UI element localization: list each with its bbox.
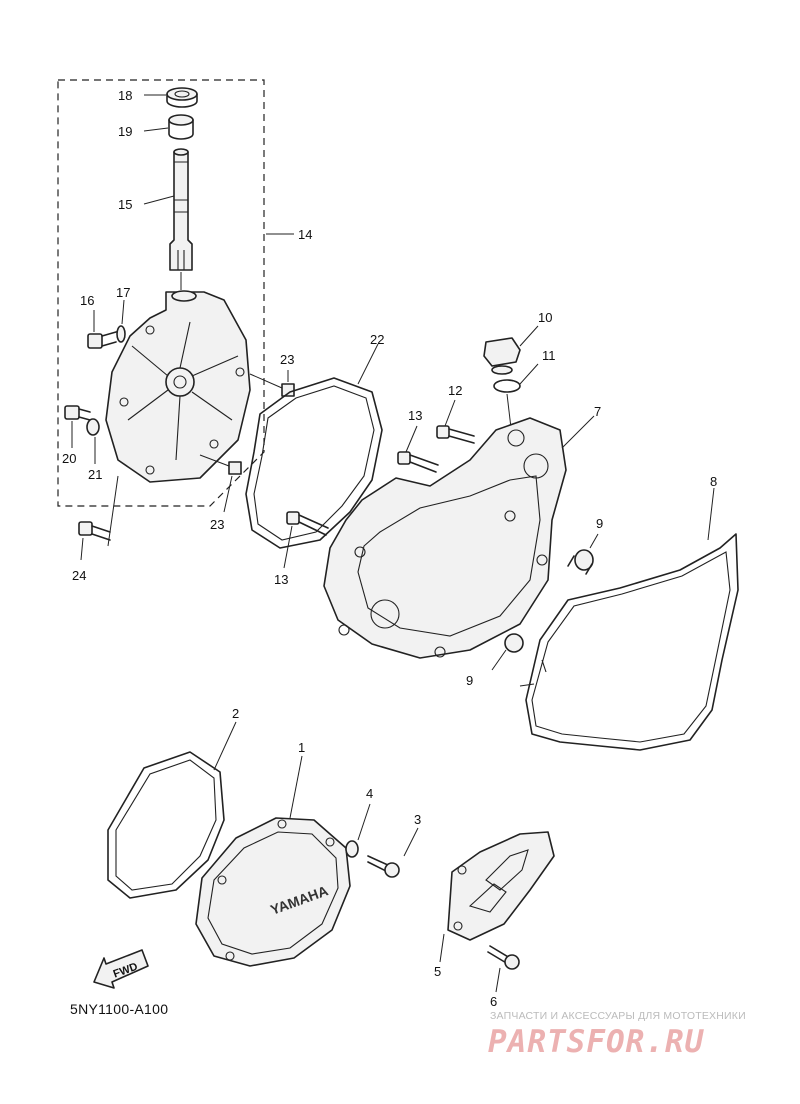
part-8-gasket <box>525 533 739 751</box>
callout-20: 20 <box>62 451 76 466</box>
part-12-bolt <box>436 425 475 444</box>
part-5-sprocket-guard <box>447 831 555 941</box>
part-20-bolt <box>64 405 91 421</box>
part-17-washer <box>116 325 126 343</box>
callout-11: 11 <box>542 348 556 363</box>
callout-19: 19 <box>118 124 132 139</box>
callout-12: 12 <box>448 383 462 398</box>
part-23-dowel-pin-upper <box>281 383 295 397</box>
callout-22: 22 <box>370 332 384 347</box>
callout-7: 7 <box>594 404 601 419</box>
part-1-cover: YAMAHA <box>195 817 351 967</box>
callout-16: 16 <box>80 293 94 308</box>
callout-15: 15 <box>118 197 132 212</box>
callout-21: 21 <box>88 467 102 482</box>
fwd-arrow: FWD <box>93 949 149 989</box>
diagram-code: 5NY1100-A100 <box>70 1001 169 1017</box>
part-23-dowel-pin-lower <box>228 461 242 475</box>
callout-1: 1 <box>298 740 305 755</box>
part-9-collar-lower <box>504 633 524 653</box>
part-21-washer <box>86 418 100 436</box>
part-22-gasket <box>245 377 383 549</box>
callout-23-upper: 23 <box>280 352 294 367</box>
watermark-tagline: ЗАПЧАСТИ И АКСЕССУАРЫ ДЛЯ МОТОТЕХНИКИ <box>490 1010 746 1022</box>
part-13-bolt-lower <box>286 511 329 536</box>
callout-2: 2 <box>232 706 239 721</box>
watermark-logo: PARTSFOR.RU <box>488 1024 705 1060</box>
callout-13-upper: 13 <box>408 408 422 423</box>
part-18-oil-seal <box>166 87 198 108</box>
part-6-bolt <box>487 945 520 970</box>
callout-8: 8 <box>710 474 717 489</box>
part-water-pump-cover <box>105 290 251 483</box>
part-9-collar-upper <box>567 549 594 575</box>
part-2-gasket <box>107 751 225 899</box>
callout-17: 17 <box>116 285 130 300</box>
part-19-bearing <box>168 114 194 140</box>
part-24-bolt <box>78 521 111 541</box>
callout-24: 24 <box>72 568 86 583</box>
callout-9-lower: 9 <box>466 673 473 688</box>
part-3-bolt <box>367 855 400 878</box>
part-15-impeller-shaft <box>169 148 193 271</box>
part-11-o-ring <box>493 379 521 393</box>
part-13-bolt-upper <box>397 451 439 473</box>
callout-3: 3 <box>414 812 421 827</box>
callout-9-upper: 9 <box>596 516 603 531</box>
callout-23-lower: 23 <box>210 517 224 532</box>
callout-10: 10 <box>538 310 552 325</box>
part-16-bolt <box>87 331 117 349</box>
assembly-14-dashed-outline <box>57 79 265 507</box>
part-4-washer <box>345 840 359 858</box>
callout-14: 14 <box>298 227 312 242</box>
callout-4: 4 <box>366 786 373 801</box>
part-7-crankcase-cover <box>323 417 567 659</box>
callout-18: 18 <box>118 88 132 103</box>
callout-5: 5 <box>434 964 441 979</box>
callout-13-lower: 13 <box>274 572 288 587</box>
part-10-filler-plug <box>483 337 521 375</box>
callout-6: 6 <box>490 994 497 1009</box>
